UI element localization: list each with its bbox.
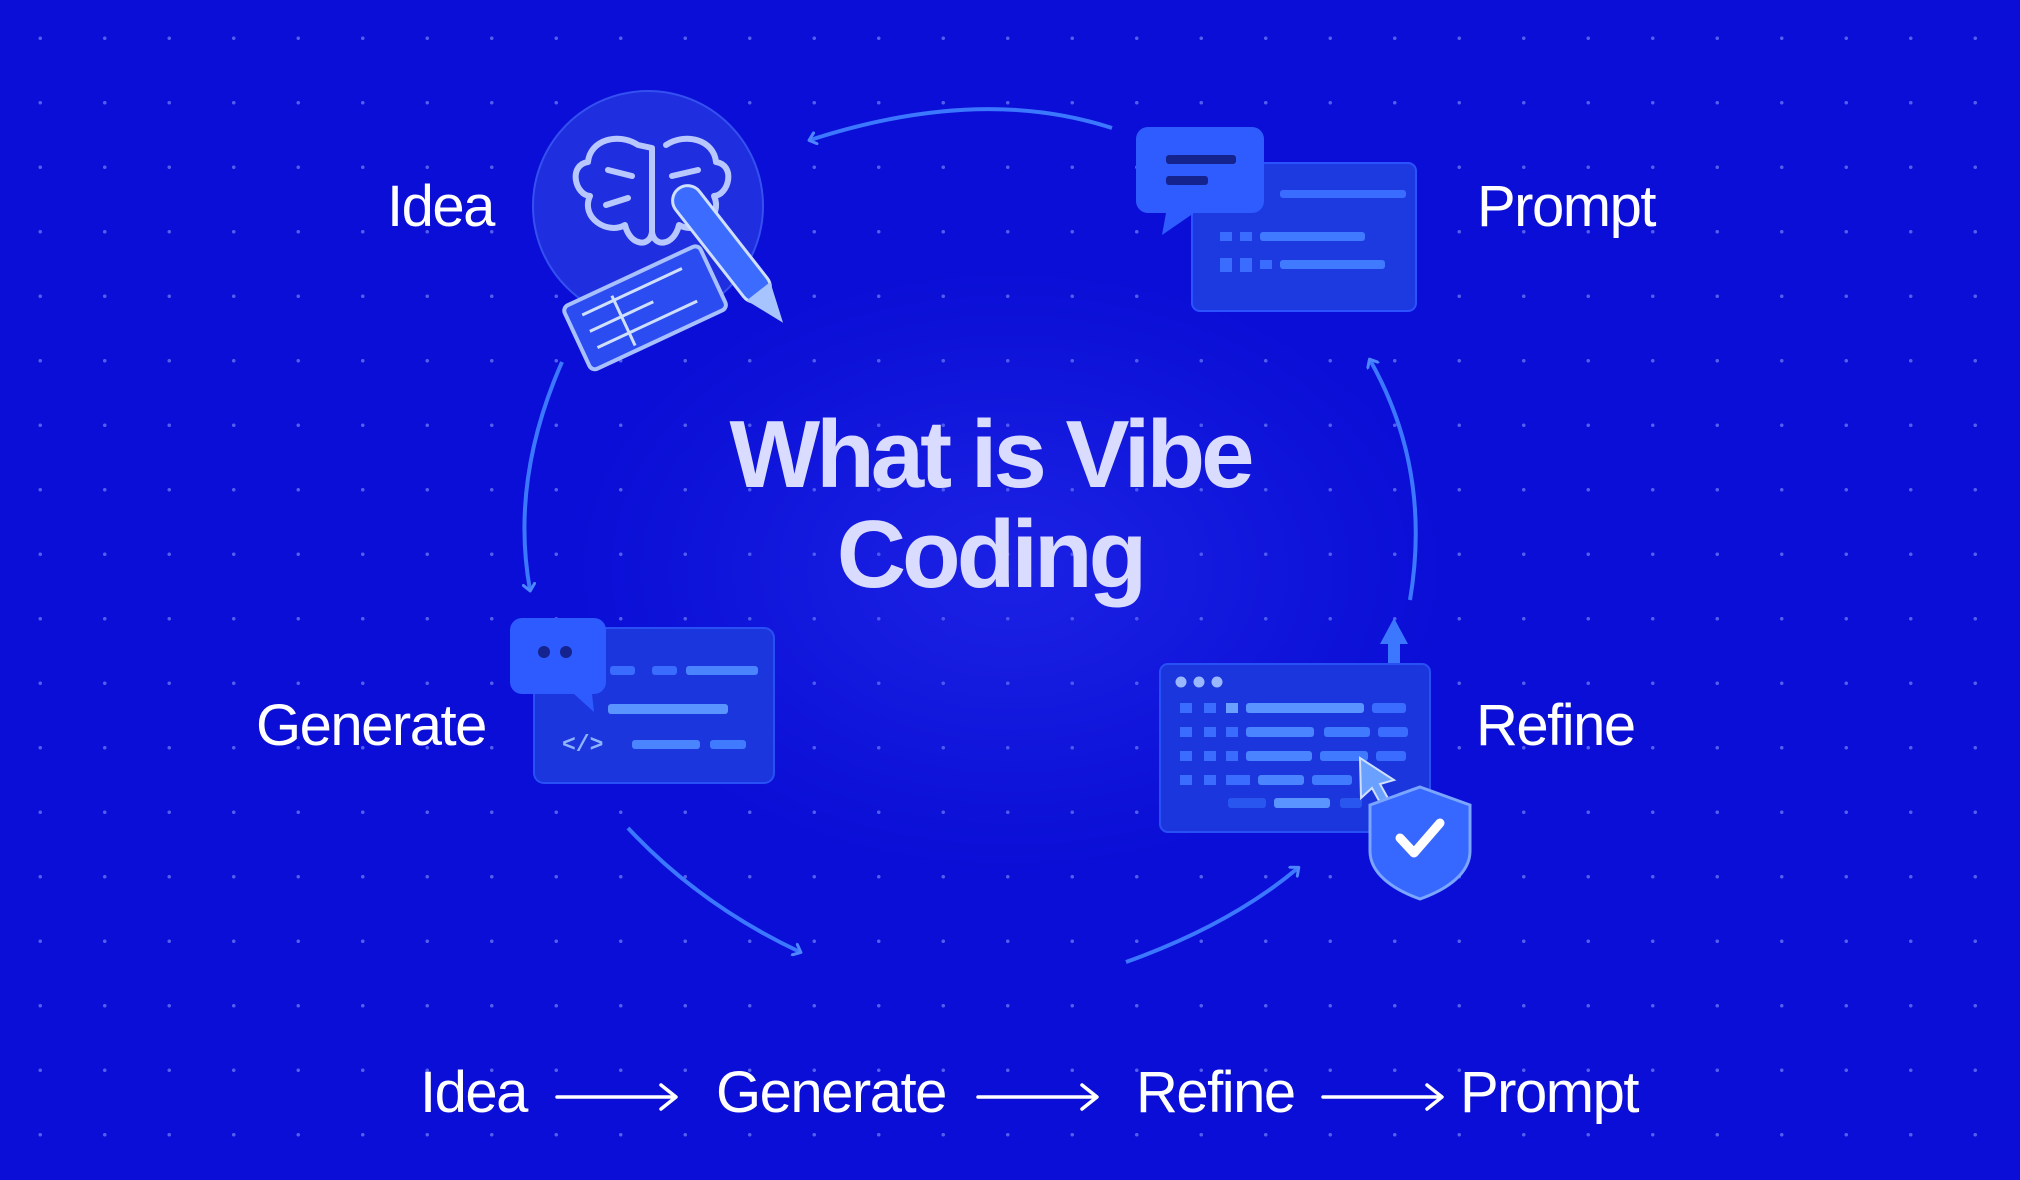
flow-arrow-1 <box>557 1085 676 1109</box>
flow-arrow-2 <box>978 1085 1097 1109</box>
flow-arrow-3 <box>1323 1085 1442 1109</box>
